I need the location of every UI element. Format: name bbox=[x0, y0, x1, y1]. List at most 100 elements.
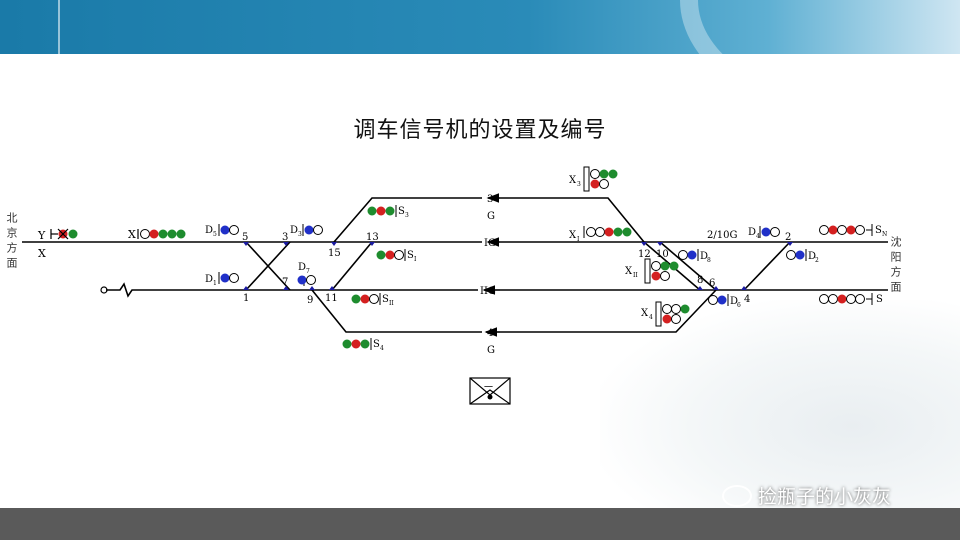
crossover-11-13 bbox=[331, 241, 373, 291]
shunting-signal-d4: D 4 bbox=[748, 226, 780, 240]
signal-label-x4: X bbox=[641, 308, 649, 319]
signal-label-y: Y bbox=[37, 229, 46, 242]
track-label-4: 4 bbox=[487, 328, 493, 339]
track-label-ig: IG bbox=[484, 238, 496, 249]
switch-9: 9 bbox=[307, 295, 313, 306]
track-label-3g: G bbox=[487, 211, 495, 222]
track-3-right bbox=[500, 197, 645, 243]
watermark-text: 捡瓶子的小灰灰 bbox=[758, 486, 892, 508]
crossover-4-2 bbox=[743, 241, 791, 291]
signal-label-xi: X bbox=[569, 230, 577, 241]
svg-text:一: 一 bbox=[484, 383, 493, 393]
departure-signal-x3: X 3 bbox=[569, 166, 618, 192]
signal-label-d3: D bbox=[290, 225, 298, 236]
departure-signal-s4: S 4 bbox=[342, 338, 384, 352]
track-iig-left bbox=[106, 282, 478, 298]
signal-label-d6: D bbox=[730, 296, 738, 307]
signal-x-arrival: X bbox=[128, 228, 186, 241]
svg-text:5: 5 bbox=[213, 231, 217, 238]
entry-signal-x-left: Y X bbox=[37, 228, 78, 260]
switch-7: 7 bbox=[282, 277, 288, 288]
switch-1: 1 bbox=[243, 293, 249, 304]
track-4-right bbox=[500, 289, 717, 333]
track-label-4g: G bbox=[487, 345, 495, 356]
switch-2: 2 bbox=[785, 232, 791, 243]
shunting-signal-d3: D 3 bbox=[290, 224, 323, 238]
svg-text:I: I bbox=[414, 256, 417, 263]
departure-signal-xi: X I bbox=[569, 226, 632, 243]
wechat-icon bbox=[722, 484, 752, 507]
left-direction-label: 北京方面 bbox=[5, 212, 18, 272]
departure-signal-sii: S II bbox=[351, 293, 394, 307]
svg-text:3: 3 bbox=[577, 181, 581, 188]
shunting-signal-d8: D 8 bbox=[678, 249, 711, 264]
signal-label-s4: S bbox=[373, 339, 380, 350]
departure-signal-s3: S 3 bbox=[367, 205, 409, 219]
crossover-1-3 bbox=[245, 241, 291, 291]
signal-label-xii: X bbox=[625, 266, 633, 277]
svg-text:I: I bbox=[577, 236, 580, 243]
svg-text:3: 3 bbox=[405, 212, 409, 219]
switch-markers bbox=[243, 242, 793, 290]
shunting-signal-d1: D 1 bbox=[205, 272, 239, 287]
signal-label-d1: D bbox=[205, 274, 213, 285]
svg-text:4: 4 bbox=[756, 233, 760, 240]
signal-label-d8: D bbox=[700, 251, 708, 262]
header-stripe bbox=[58, 0, 60, 54]
shunting-signal-d2: D 2 bbox=[786, 249, 819, 264]
switch-15: 15 bbox=[328, 248, 341, 259]
entry-signal-s: S bbox=[819, 293, 883, 305]
shunting-signal-d7: D 7 bbox=[297, 262, 316, 286]
svg-text:II: II bbox=[389, 300, 394, 307]
signal-label-s3: S bbox=[398, 206, 405, 217]
footer-bar bbox=[0, 508, 960, 540]
legend-symbol: 一 bbox=[469, 377, 511, 405]
track-3 bbox=[333, 197, 482, 243]
switch-11: 11 bbox=[325, 293, 338, 304]
shunting-signal-d6: D 6 bbox=[708, 294, 741, 309]
signal-label-sii: S bbox=[382, 294, 389, 305]
switch-10: 10 bbox=[656, 249, 669, 260]
switch-12: 12 bbox=[638, 249, 651, 260]
switch-5: 5 bbox=[242, 232, 248, 243]
svg-text:6: 6 bbox=[737, 302, 741, 309]
header-bar bbox=[0, 0, 960, 54]
track-label-iig: IIG bbox=[480, 286, 496, 297]
signal-label-si: S bbox=[407, 250, 414, 261]
signal-label-x3: X bbox=[569, 175, 577, 186]
watermark: 捡瓶子的小灰灰 bbox=[722, 482, 891, 509]
svg-text:4: 4 bbox=[380, 345, 384, 352]
svg-text:8: 8 bbox=[707, 257, 711, 264]
switch-6: 6 bbox=[709, 278, 715, 289]
crossover-10-6 bbox=[659, 241, 717, 291]
track-end-marker bbox=[100, 286, 108, 294]
svg-text:3: 3 bbox=[298, 231, 302, 238]
track-arrows bbox=[482, 193, 500, 337]
signal-label-s: S bbox=[876, 294, 883, 305]
signal-label-d4: D bbox=[748, 227, 756, 238]
svg-text:II: II bbox=[633, 272, 638, 279]
entry-signal-sn: S N bbox=[819, 224, 887, 238]
svg-text:N: N bbox=[882, 231, 887, 238]
track-labels: 3 G IG IIG 4 G 2/10G bbox=[480, 194, 737, 356]
switch-8: 8 bbox=[697, 275, 703, 286]
track-label-2-10g: 2/10G bbox=[707, 230, 737, 241]
shunting-signal-d5: D 5 bbox=[205, 224, 239, 238]
switch-3: 3 bbox=[282, 232, 288, 243]
departure-signal-si: S I bbox=[376, 249, 417, 263]
track-label-3: 3 bbox=[487, 194, 493, 205]
right-direction-label: 沈阳方面 bbox=[889, 236, 902, 296]
track-lines bbox=[22, 197, 888, 333]
background-decoration bbox=[600, 300, 960, 510]
signal-label-x: X bbox=[38, 247, 46, 260]
switch-numbers: 5 3 15 13 1 7 9 11 12 10 8 6 4 2 bbox=[242, 232, 791, 306]
page-title: 调车信号机的设置及编号 bbox=[353, 118, 607, 143]
svg-text:7: 7 bbox=[306, 268, 310, 275]
departure-signal-x4: X 4 bbox=[641, 301, 690, 327]
track-4 bbox=[311, 289, 482, 333]
departure-signal-xii: X II bbox=[625, 258, 679, 284]
signal-label-sn: S bbox=[875, 225, 882, 236]
switch-4: 4 bbox=[744, 294, 750, 305]
svg-text:1: 1 bbox=[213, 280, 217, 287]
